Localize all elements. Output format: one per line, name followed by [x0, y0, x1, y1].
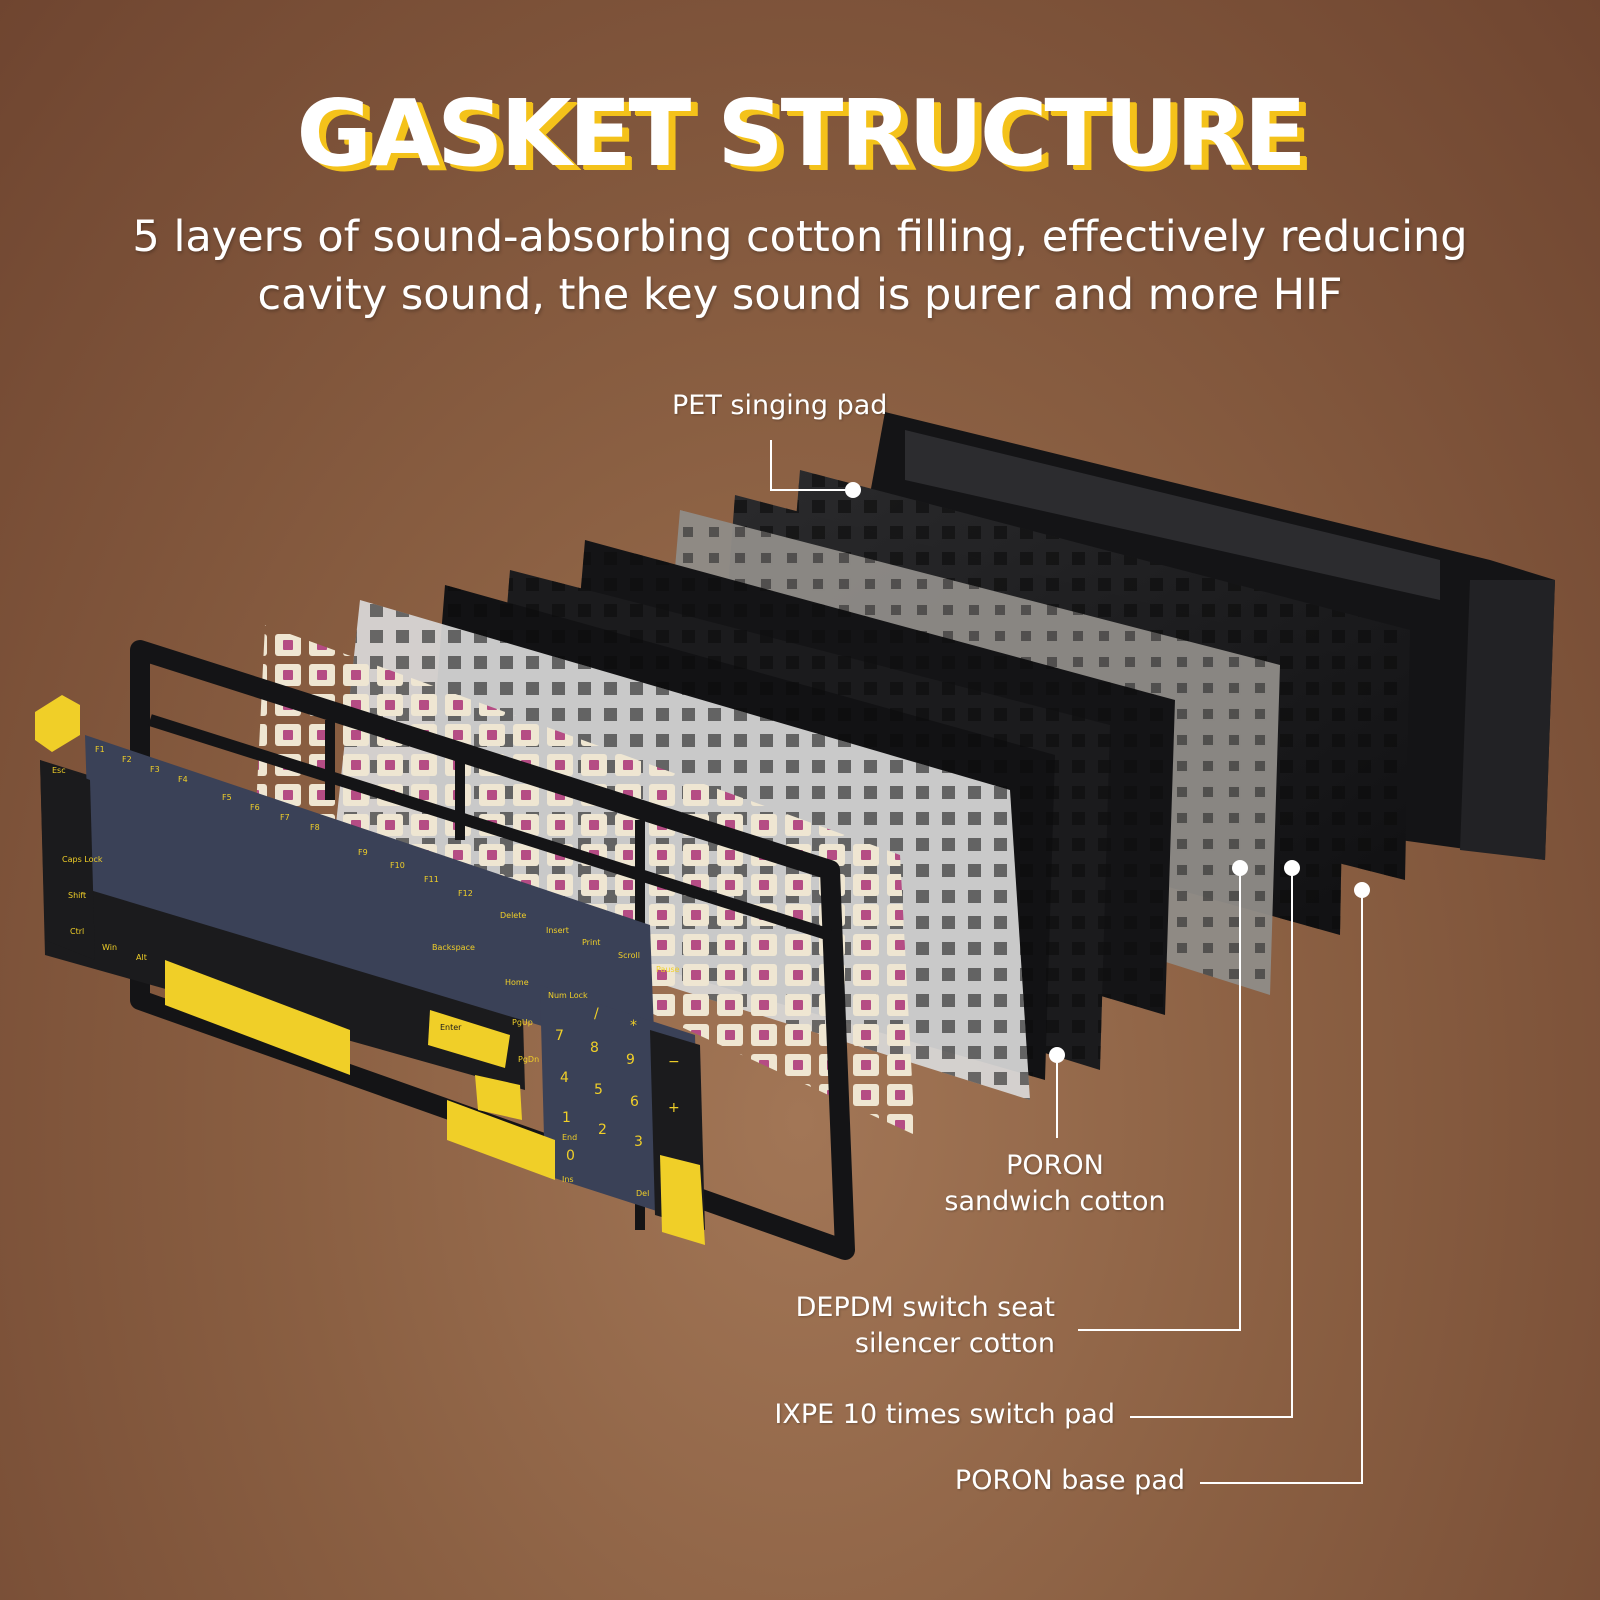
subheadline-line-1: 5 layers of sound-absorbing cotton filli… [132, 212, 1468, 262]
subheadline-line-2: cavity sound, the key sound is purer and… [257, 270, 1343, 320]
key-f8-label: F8 [310, 823, 320, 832]
label-ixpe: IXPE 10 times switch pad [774, 1399, 1115, 1430]
key-f12-label: F12 [458, 889, 473, 898]
callout-dot-ixpe [1284, 860, 1300, 876]
key-f7-label: F7 [280, 813, 290, 822]
keycaps: Esc Caps Lock Shift Ctrl Win Alt F1 F2 F… [35, 695, 705, 1245]
key-scroll-label: Scroll [618, 951, 640, 960]
callout-line-pet [770, 440, 853, 491]
key-f4-label: F4 [178, 775, 188, 784]
key-f1-label: F1 [95, 745, 105, 754]
callout-dots [845, 482, 1370, 1063]
key-n1-label: 1 [562, 1110, 571, 1126]
key-n9-label: 9 [626, 1052, 635, 1068]
key-shift-label: Shift [68, 891, 86, 900]
key-n3-label: 3 [634, 1134, 643, 1150]
keycap-up-arrow [475, 1075, 522, 1120]
label-depdm: DEPDM switch seat silencer cotton [740, 1290, 1055, 1362]
key-del-label: Del [636, 1189, 649, 1198]
key-ins-label: Ins [562, 1175, 574, 1184]
keycap-arrow-row [447, 1100, 555, 1180]
key-print-label: Print [582, 938, 600, 947]
key-backspace-label: Backspace [432, 943, 475, 952]
key-caps-label: Caps Lock [62, 855, 103, 864]
key-f5-label: F5 [222, 793, 232, 802]
key-n2-label: 2 [598, 1122, 607, 1138]
keycap-spacebar [165, 960, 350, 1075]
callout-dot-poron-sandwich [1049, 1047, 1065, 1063]
key-slash-label: / [594, 1006, 599, 1022]
label-poron-sandwich-line-2: sandwich cotton [944, 1186, 1166, 1217]
label-pet-singing-pad: PET singing pad [672, 390, 888, 421]
keycap-esc-loose [35, 695, 80, 752]
keycap-numpad-enter [660, 1155, 705, 1245]
label-depdm-line-2: silencer cotton [854, 1328, 1055, 1359]
keycap-enter [428, 1010, 510, 1068]
key-esc-label: Esc [52, 766, 66, 775]
key-f6-label: F6 [250, 803, 260, 812]
key-pause-label: Pause [656, 965, 680, 974]
callout-dot-depdm [1232, 860, 1248, 876]
key-ctrl-label: Ctrl [70, 927, 84, 936]
callout-lines [770, 440, 1363, 1484]
key-pgup-label: PgUp [512, 1018, 533, 1027]
key-minus-label: − [668, 1054, 680, 1070]
label-depdm-line-1: DEPDM switch seat [795, 1292, 1055, 1323]
label-poron-sandwich: PORON sandwich cotton [905, 1148, 1205, 1220]
key-pgdn-label: PgDn [518, 1055, 539, 1064]
key-alt-label: Alt [136, 953, 147, 962]
key-n8-label: 8 [590, 1040, 599, 1056]
key-home-label: Home [505, 978, 529, 987]
key-end-label: End [562, 1133, 577, 1142]
callout-line-poron-base [1200, 890, 1363, 1484]
subheadline: 5 layers of sound-absorbing cotton filli… [60, 208, 1540, 324]
key-f9-label: F9 [358, 848, 368, 857]
key-n0-label: 0 [566, 1148, 575, 1164]
key-n6-label: 6 [630, 1094, 639, 1110]
key-n4-label: 4 [560, 1070, 569, 1086]
key-numlock-label: Num Lock [548, 991, 588, 1000]
callout-line-ixpe [1130, 868, 1293, 1418]
key-star-label: * [630, 1018, 637, 1034]
key-f10-label: F10 [390, 861, 405, 870]
key-insert-label: Insert [546, 926, 569, 935]
label-poron-sandwich-line-1: PORON [1006, 1150, 1104, 1181]
key-n5-label: 5 [594, 1082, 603, 1098]
label-poron-base: PORON base pad [954, 1465, 1185, 1496]
key-f3-label: F3 [150, 765, 160, 774]
key-f11-label: F11 [424, 875, 439, 884]
key-n7-label: 7 [555, 1028, 564, 1044]
key-plus-label: + [668, 1100, 680, 1116]
callout-dot-pet [845, 482, 861, 498]
key-delete-label: Delete [500, 911, 526, 920]
key-enter-label: Enter [440, 1023, 462, 1032]
switches-layer [255, 625, 915, 1135]
key-win-label: Win [102, 943, 117, 952]
headline: GASKET STRUCTURE [296, 80, 1306, 187]
key-f2-label: F2 [122, 755, 132, 764]
callout-line-depdm [1078, 868, 1241, 1331]
callout-dot-poron-base [1354, 882, 1370, 898]
